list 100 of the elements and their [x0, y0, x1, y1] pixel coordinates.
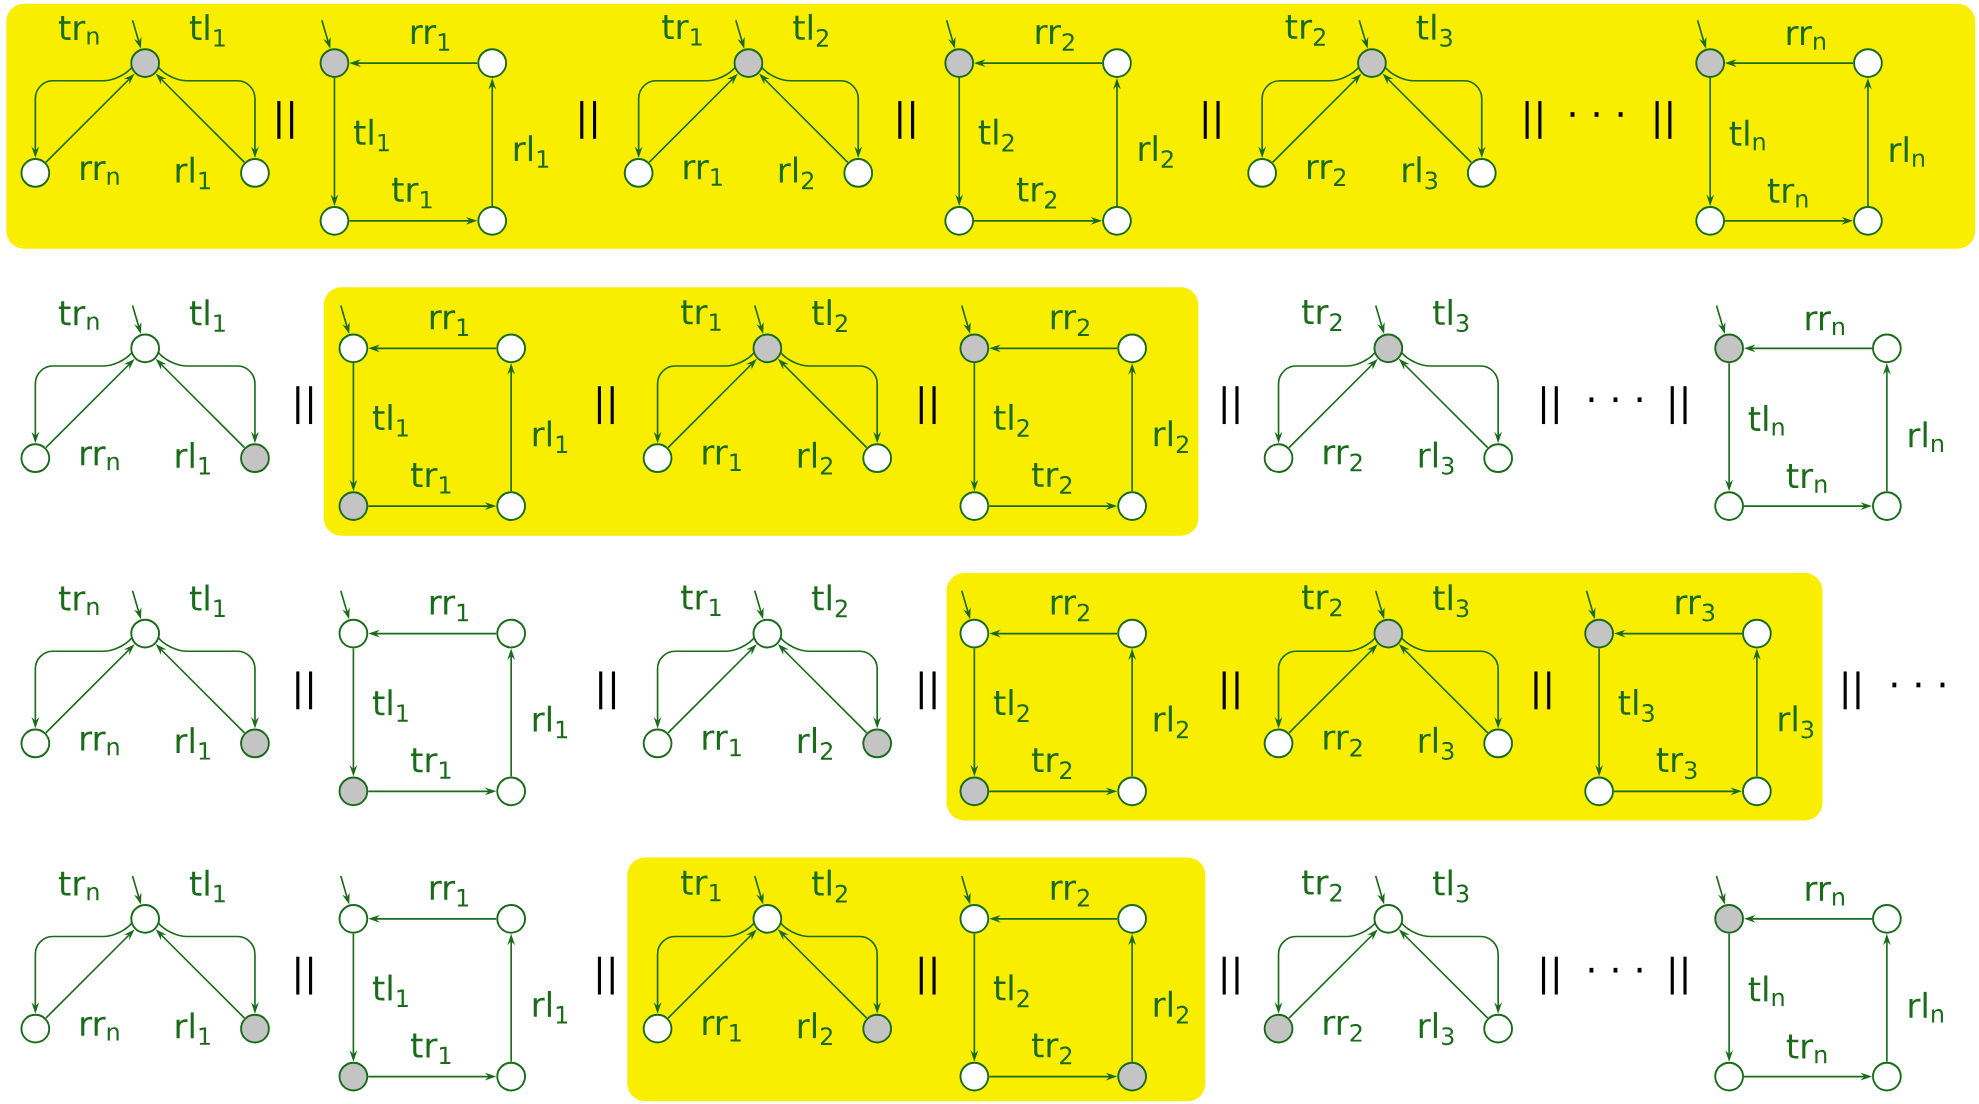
highlight-band	[323, 286, 1199, 536]
edge-label: tl$_{3}$	[1618, 688, 1654, 722]
parallel-sign: ||	[277, 100, 294, 139]
edge-label: tl$_{2}$	[812, 584, 847, 617]
edge-label: tr$_{1}$	[681, 585, 721, 616]
state-circle	[130, 618, 160, 649]
state-circle	[20, 1013, 51, 1044]
state-circle	[1714, 491, 1744, 521]
parallel-sign: ||	[597, 956, 614, 995]
parallel-sign: ||	[919, 671, 936, 710]
edge-label: tl$_{3}$	[1416, 13, 1452, 47]
edge-label: tl$_{3}$	[1433, 298, 1469, 332]
edge-label: tl$_{2}$	[978, 118, 1014, 152]
edge-label: tr$_{1}$	[411, 462, 451, 494]
edge-label: rl$_{2}$	[798, 1012, 832, 1045]
state-circle	[1483, 443, 1513, 473]
state-circle	[130, 333, 160, 363]
state-circle	[959, 491, 990, 521]
edge-label: rr$_{n}$	[81, 160, 119, 185]
edge-label: tr$_{2}$	[1031, 462, 1072, 494]
edge-label: rl$_{1}$	[176, 156, 210, 189]
edge-label: tl$_{n}$	[1748, 404, 1784, 436]
edge-label: rr$_{n}$	[81, 731, 119, 756]
parallel-sign: ||	[1670, 956, 1687, 995]
state-circle	[319, 48, 350, 78]
state-circle	[338, 776, 369, 806]
edge-label: rr$_{2}$	[1324, 1015, 1362, 1042]
edge-label: rl$_{3}$	[1419, 726, 1454, 760]
state-circle	[862, 1013, 892, 1044]
parallel-sign: ||	[898, 100, 915, 139]
edge-label: tr$_{1}$	[681, 870, 721, 902]
edge-label: rr$_{n}$	[1787, 25, 1826, 50]
state-circle	[642, 728, 673, 759]
edge-label: rl$_{n}$	[1909, 421, 1943, 452]
edge-label: tl$_{1}$	[372, 974, 408, 1007]
edge-label: rr$_{2}$	[1051, 595, 1089, 622]
edge-label: rr$_{1}$	[703, 1015, 741, 1042]
edge-label: rl$_{2}$	[1139, 134, 1173, 168]
highlight-band	[946, 572, 1823, 821]
edge-label: rr$_{2}$	[1307, 159, 1346, 186]
edge-label: tr$_{n}$	[58, 301, 99, 330]
edge-label: tl$_{2}$	[793, 13, 828, 47]
edge-label: rr$_{1}$	[703, 445, 741, 471]
state-circle	[1466, 157, 1497, 188]
state-circle	[959, 1061, 990, 1092]
edge-label: rr$_{1}$	[684, 159, 722, 186]
edge-label: tl$_{2}$	[993, 688, 1029, 722]
state-circle	[733, 48, 764, 78]
state-circle	[240, 728, 270, 759]
state-circle	[338, 903, 369, 934]
edge-label: rl$_{3}$	[1779, 705, 1814, 739]
parallel-sign: ||	[599, 671, 616, 710]
edge-label: rl$_{3}$	[1419, 441, 1454, 475]
edge-label: tr$_{2}$	[1302, 585, 1342, 616]
edge-label: tr$_{1}$	[681, 300, 721, 331]
parallel-sign: ||	[919, 386, 936, 424]
edge-label: rr$_{1}$	[430, 310, 469, 336]
edge-label: rr$_{n}$	[1806, 311, 1844, 335]
edge-label: tl$_{1}$	[189, 299, 225, 332]
state-circle	[1742, 618, 1772, 649]
state-circle	[1872, 491, 1902, 521]
edge-label: rr$_{1}$	[411, 24, 450, 51]
edge-label: tr$_{n}$	[58, 586, 99, 615]
edge-label: tl$_{3}$	[1433, 869, 1469, 903]
parallel-sign: ||	[296, 671, 313, 710]
edge-label: tl$_{n}$	[1729, 119, 1765, 151]
edge-label: rr$_{n}$	[1806, 881, 1844, 906]
edge-label: tr$_{1}$	[662, 14, 702, 46]
parallel-sign: ||	[597, 386, 614, 424]
edge-label: tr$_{3}$	[1656, 747, 1697, 779]
state-circle	[1483, 1013, 1513, 1044]
state-circle	[959, 776, 990, 806]
edge-label: rl$_{n}$	[1909, 991, 1943, 1023]
edge-label: tr$_{1}$	[392, 177, 432, 209]
edge-label: rr$_{1}$	[703, 730, 741, 757]
edge-label: tr$_{n}$	[1786, 1034, 1827, 1063]
edge-label: tr$_{n}$	[58, 871, 99, 901]
edge-label: tr$_{2}$	[1016, 177, 1057, 209]
state-circle	[496, 618, 526, 649]
state-circle	[20, 157, 51, 188]
parallel-sign: ||	[1534, 671, 1551, 710]
edge-label: rr$_{2}$	[1324, 730, 1362, 757]
parallel-sign: · · ·	[1570, 112, 1623, 117]
edge-label: rl$_{n}$	[1890, 136, 1925, 167]
state-circle	[1584, 618, 1614, 649]
state-circle	[1695, 205, 1725, 236]
state-circle	[338, 618, 369, 649]
parallel-sign: · · ·	[1892, 682, 1945, 688]
edge-label: rl$_{3}$	[1419, 1011, 1454, 1045]
state-circle	[496, 333, 526, 363]
edge-label: tr$_{1}$	[411, 1033, 451, 1064]
edge-label: rl$_{1}$	[176, 1012, 210, 1045]
state-circle	[1117, 618, 1147, 649]
edge-label: tr$_{2}$	[1031, 748, 1072, 779]
edge-label: tl$_{1}$	[189, 584, 225, 617]
edge-label: tr$_{2}$	[1302, 870, 1342, 902]
parallel-sign: ||	[1670, 386, 1687, 424]
edge-label: rr$_{2}$	[1051, 880, 1089, 907]
state-circle	[1263, 443, 1294, 473]
state-circle	[338, 491, 369, 521]
